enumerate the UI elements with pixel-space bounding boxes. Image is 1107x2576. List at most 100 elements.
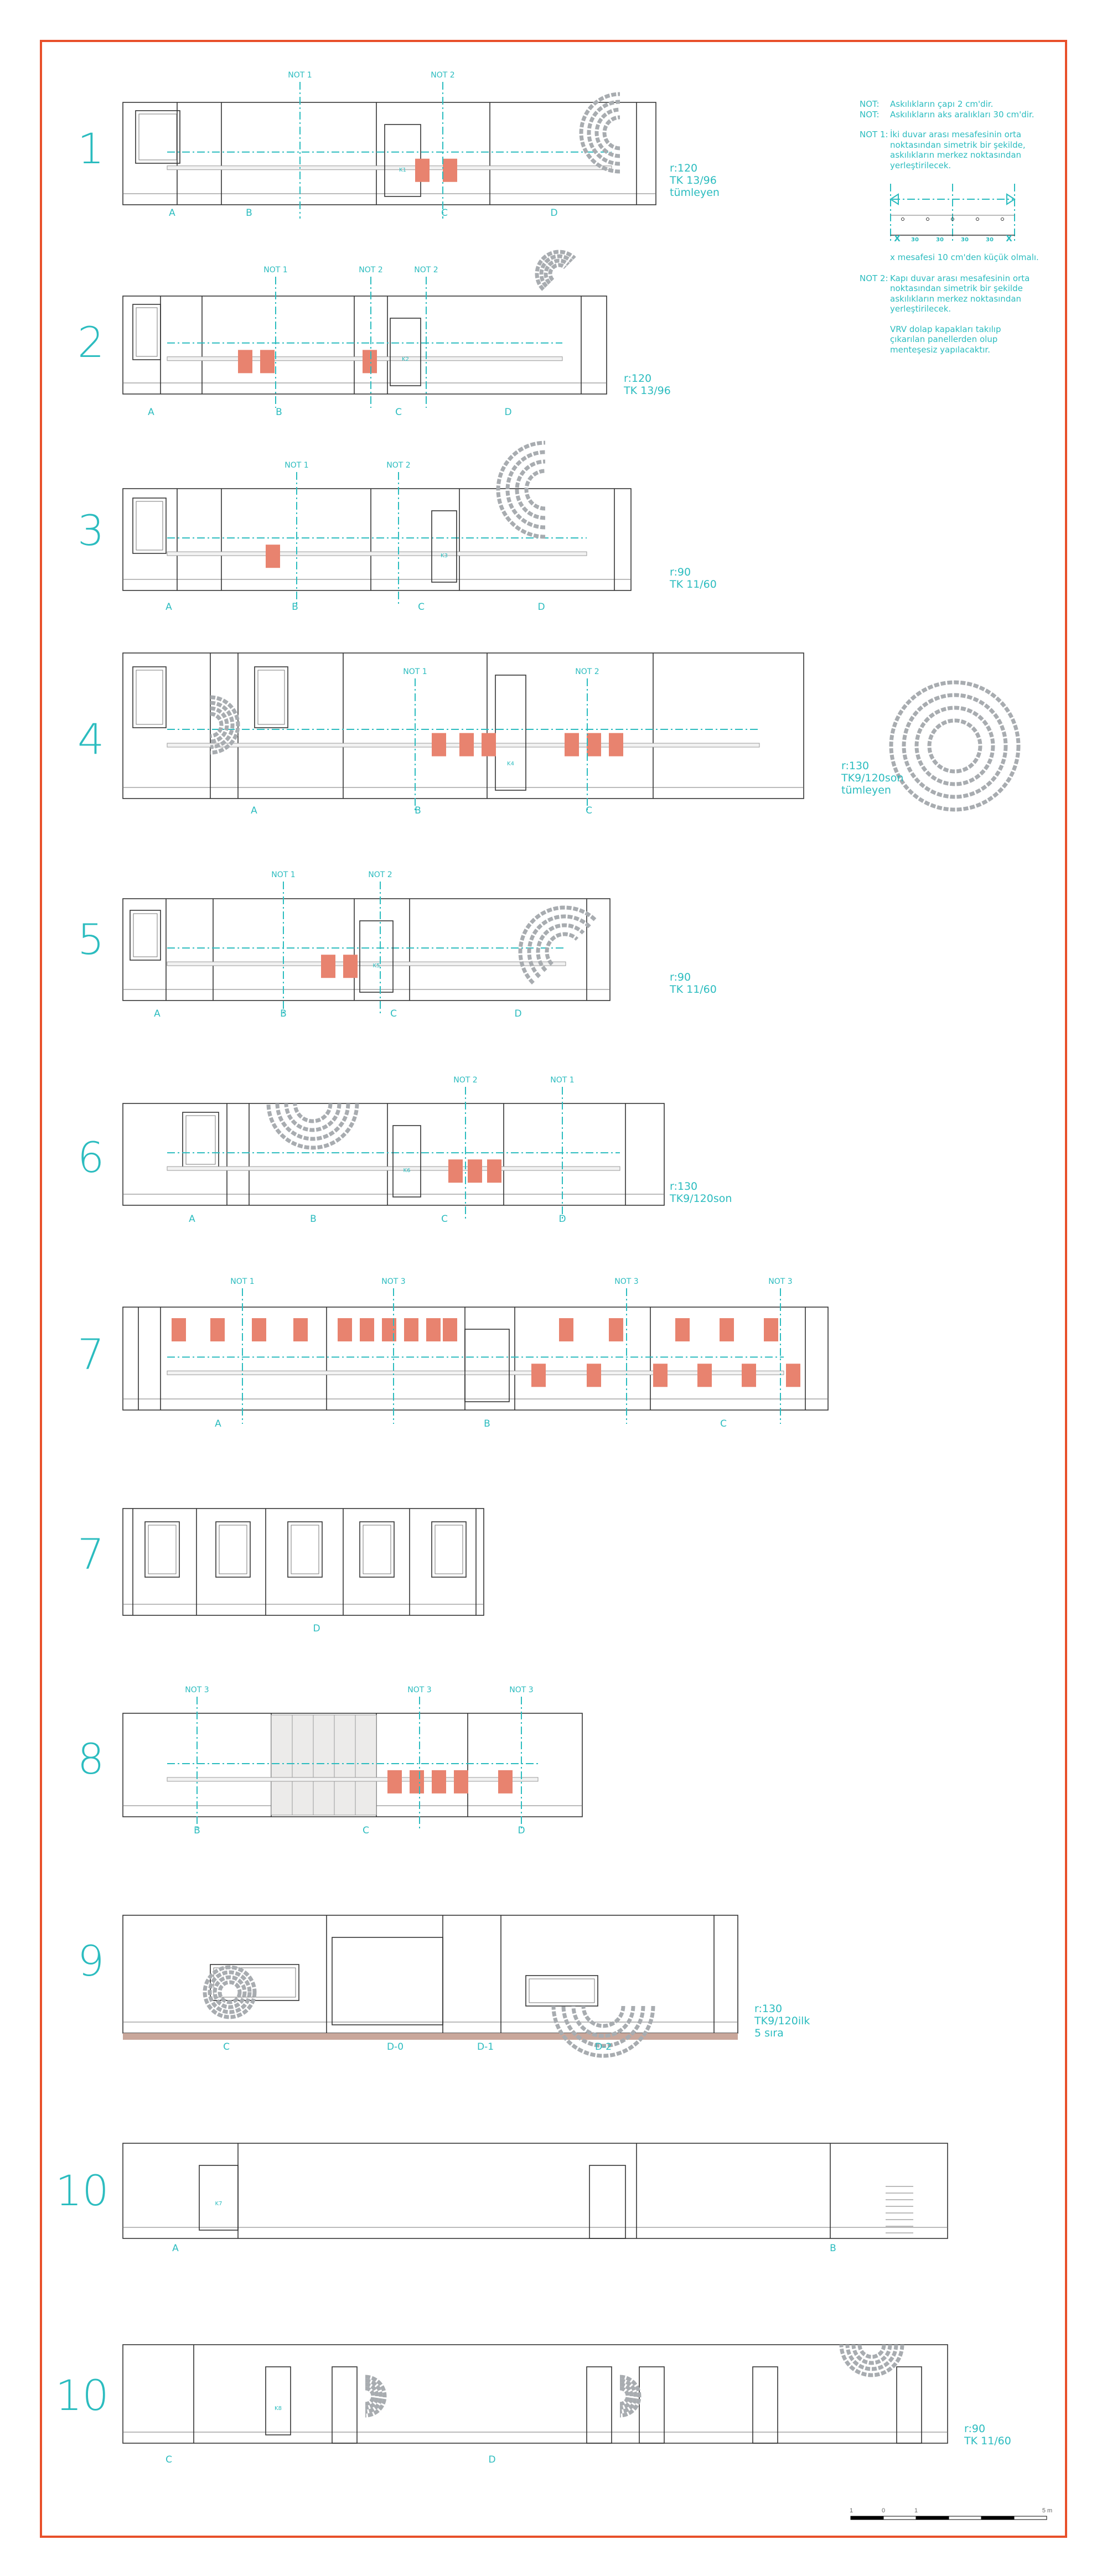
vrv-panel xyxy=(271,1714,293,1816)
note-text: yerleştirilecek. xyxy=(890,304,951,314)
window-glass xyxy=(185,1115,216,1165)
axis-label: B xyxy=(830,2243,836,2254)
axis-label: D-0 xyxy=(387,2041,404,2052)
axis-label: D xyxy=(313,1623,320,1634)
scale-label: 1 xyxy=(914,2507,918,2514)
wall-outline xyxy=(122,898,611,1001)
rosette-ring xyxy=(902,693,1008,799)
hanging-chair xyxy=(587,1364,601,1387)
elevation-number: 5 xyxy=(77,915,104,964)
window-glass xyxy=(133,913,158,957)
spacing-label: 30 xyxy=(936,237,944,243)
door-label: K1 xyxy=(399,167,406,173)
hanger-point xyxy=(926,217,929,221)
rosette-ring xyxy=(536,923,585,972)
note-marker: NOT 1 xyxy=(271,870,295,879)
hanging-chair xyxy=(252,1318,266,1341)
axis-label: A xyxy=(169,208,175,219)
hanging-chair xyxy=(459,733,474,756)
axis-label: A xyxy=(165,602,172,613)
window xyxy=(215,1521,251,1578)
wall-outline xyxy=(122,2344,948,2444)
general-notes: NOT:Askılıkların çapı 2 cm'dir.NOT:Askıl… xyxy=(860,99,1039,355)
note-marker: NOT 3 xyxy=(768,1277,792,1286)
rosette-ring xyxy=(496,440,546,539)
note-marker: NOT 1 xyxy=(230,1277,254,1286)
door-label: K5 xyxy=(373,963,380,969)
hanging-chair xyxy=(443,158,457,182)
scale-label: 1 xyxy=(850,2507,853,2514)
note-text: çıkarılan panellerden olup xyxy=(890,334,997,344)
scale-info: TK9/120ilk xyxy=(754,2015,810,2027)
axis-label: B xyxy=(276,407,282,418)
axis-label: D xyxy=(504,407,511,418)
note-marker: NOT 3 xyxy=(509,1686,533,1694)
axis-label: C xyxy=(418,602,425,613)
hanging-chair xyxy=(587,733,601,756)
wall-outline xyxy=(122,1103,665,1206)
elevation-number: 9 xyxy=(77,1936,104,1986)
window xyxy=(182,1112,219,1168)
note-marker: NOT 3 xyxy=(614,1277,638,1286)
hanger-point xyxy=(1001,217,1004,221)
elevation-number: 10 xyxy=(55,2371,109,2420)
scale-info: TK9/120son xyxy=(669,1193,732,1205)
rosette-ring xyxy=(293,1103,333,1123)
rosette-ring xyxy=(524,469,546,511)
window-glass xyxy=(148,1525,177,1574)
hanging-chair xyxy=(786,1364,800,1387)
note-text: VRV dolap kapakları takılıp xyxy=(890,324,1001,334)
scale-info: TK 13/96 xyxy=(623,385,671,397)
wall-pattern-rosette xyxy=(579,92,620,174)
note-marker: NOT 2 xyxy=(453,1076,477,1085)
note-text: x mesafesi 10 cm'den küçük olmalı. xyxy=(890,252,1039,262)
window xyxy=(135,110,180,164)
hanging-chair xyxy=(609,1318,623,1341)
rosette-ring xyxy=(851,2344,892,2365)
rosette-ring xyxy=(619,2378,638,2414)
note-marker: NOT 1 xyxy=(550,1076,574,1085)
elevation-number: 10 xyxy=(55,2166,109,2215)
rosette-ring xyxy=(210,701,235,749)
note-marker: NOT 2 xyxy=(386,461,410,470)
hanging-chair xyxy=(266,545,280,568)
hanging-chair xyxy=(675,1318,690,1341)
rosette-ring xyxy=(213,1975,247,2009)
wall-outline xyxy=(122,2143,948,2239)
door-label: K4 xyxy=(507,761,514,767)
rosette-ring xyxy=(551,2005,655,2058)
window xyxy=(359,1521,395,1578)
hanger-rail xyxy=(167,165,612,170)
scale-segment xyxy=(850,2516,884,2520)
scale-info: r:90 xyxy=(670,971,691,983)
rosette-ring xyxy=(571,2005,635,2038)
hanger-point xyxy=(976,217,979,221)
hanging-chair xyxy=(432,1770,446,1794)
rosette-ring xyxy=(518,905,598,985)
axis-label: B xyxy=(292,602,298,613)
axis-label: C xyxy=(720,1418,727,1429)
axis-label: B xyxy=(310,1214,317,1225)
axis-label: A xyxy=(215,1418,221,1429)
wall-outline xyxy=(122,296,607,395)
spacing-label: 30 xyxy=(961,237,969,243)
window xyxy=(132,304,161,360)
note-text: Askılıkların çapı 2 cm'dir. xyxy=(890,99,993,109)
door-label: K6 xyxy=(404,1168,411,1174)
scale-label: 0 xyxy=(882,2507,885,2514)
hanging-chair xyxy=(565,733,579,756)
axis-label: C xyxy=(395,407,402,418)
hanging-chair xyxy=(260,350,275,374)
hanging-chair xyxy=(454,1770,468,1794)
wall-outline xyxy=(122,102,656,205)
rosette-ring xyxy=(544,258,570,285)
